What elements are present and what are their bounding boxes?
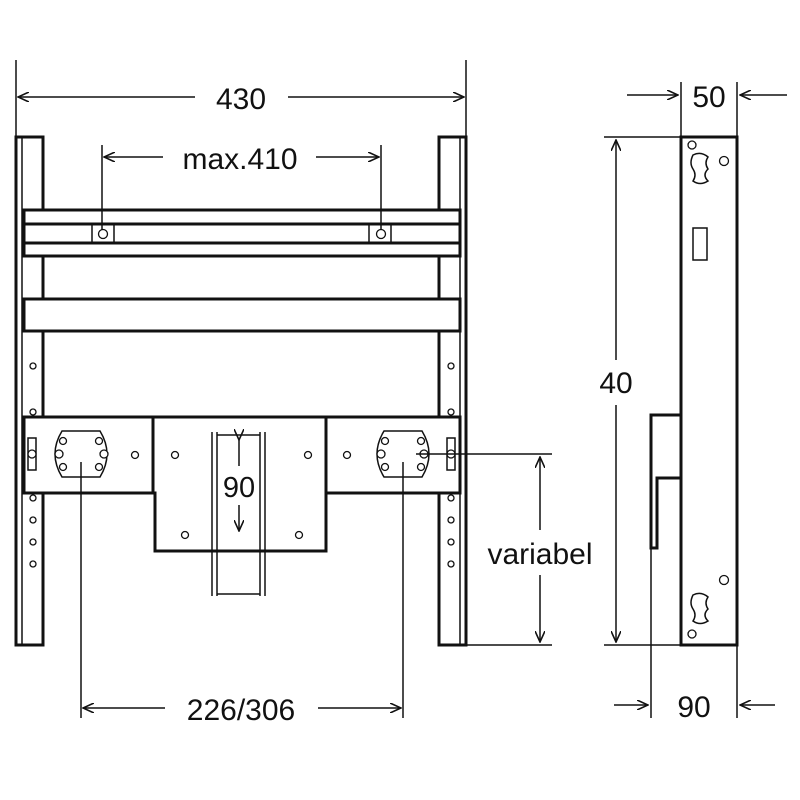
width-label: 430 [216,83,266,116]
top-rail [22,208,462,258]
left-connection-plate [54,430,108,478]
right-connection-plate [376,430,430,478]
connection-spacing-label: 226/306 [187,694,295,727]
mounting-bracket [22,415,462,596]
height-label: 40 [599,367,632,400]
drain-slot [211,432,266,596]
middle-rail [22,297,462,333]
side-slot-top [690,152,710,185]
drain-height-label: 90 [223,472,255,504]
variable-label: variabel [487,538,592,571]
hole-spacing-label: max.410 [182,143,297,176]
side-view: 50 40 90 [599,81,787,724]
side-slot-bottom [690,592,710,625]
upright-holes [29,362,455,568]
front-view: 90 430 max.410 226/306 variabel [14,60,593,727]
left-upright [14,135,45,647]
total-depth-label: 90 [677,691,710,724]
depth-label: 50 [692,81,725,114]
